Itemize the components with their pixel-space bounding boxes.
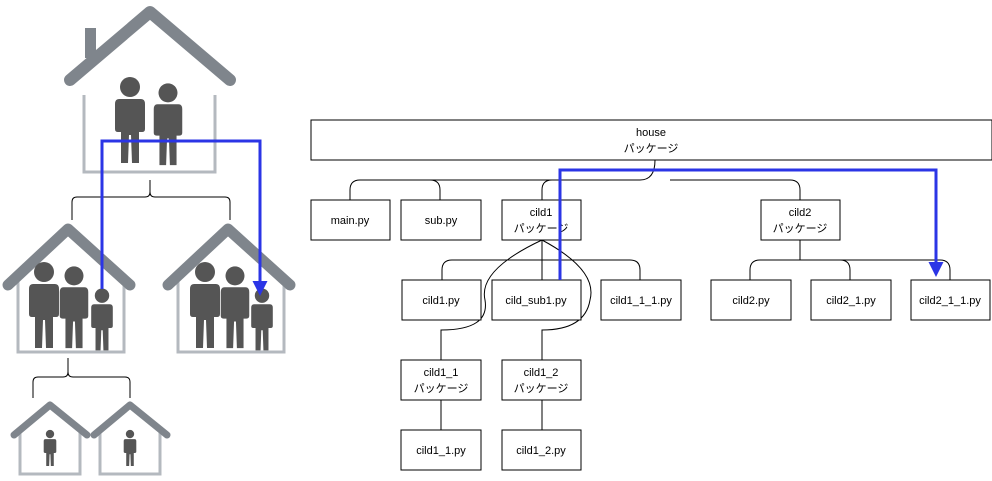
house-package-label: パッケージ: [624, 142, 679, 155]
cild2-1-py-box[interactable]: cild2_1.py: [810, 279, 892, 321]
cild1-1-1-py-box[interactable]: cild1_1_1.py: [600, 279, 682, 321]
cild1-1-1-py-label: cild1_1_1.py: [610, 295, 672, 307]
cild2-package-label: パッケージ: [773, 222, 828, 235]
import-path-arrow: [558, 168, 944, 280]
cild2-1-py-label: cild2_1.py: [826, 295, 876, 307]
tree-bracket: [32, 358, 131, 398]
person-icon: [153, 83, 183, 166]
person-icon: [43, 429, 57, 466]
cild1-2-py-box[interactable]: cild1_2.py: [501, 429, 582, 471]
cild2-py-box[interactable]: cild2.py: [710, 279, 792, 321]
person-icon: [115, 77, 145, 163]
cild1-2-package-box[interactable]: cild1_2 パッケージ: [501, 359, 582, 401]
house-icon: [10, 401, 91, 476]
house-icon: [162, 223, 296, 354]
cild1-py-box[interactable]: cild1.py: [401, 279, 482, 321]
house-package-name: house: [636, 127, 666, 139]
person-icon: [91, 288, 113, 351]
house-package-box[interactable]: house パッケージ: [310, 119, 992, 161]
cild2-py-label: cild2.py: [732, 295, 770, 307]
family-house-illustration: [2, 6, 296, 476]
cild1-2-package-label: パッケージ: [514, 382, 569, 395]
cild-sub1-py-label: cild_sub1.py: [505, 295, 567, 307]
cild2-1-1-py-box[interactable]: cild2_1_1.py: [910, 279, 991, 321]
person-icon: [29, 262, 59, 348]
illustration-arrow: [100, 139, 268, 296]
cild2-package-box[interactable]: cild2 パッケージ: [760, 199, 841, 241]
cild1-1-package-box[interactable]: cild1_1 パッケージ: [400, 359, 482, 401]
sub-py-label: sub.py: [425, 215, 458, 227]
cild1-1-package-label: パッケージ: [414, 382, 469, 395]
cild1-package-box[interactable]: cild1 パッケージ: [501, 199, 582, 241]
cild1-1-py-label: cild1_1.py: [416, 445, 466, 457]
person-icon: [220, 266, 250, 349]
main-py-label: main.py: [331, 215, 370, 227]
cild2-1-1-py-label: cild2_1_1.py: [919, 295, 981, 307]
cild1-py-label: cild1.py: [422, 295, 460, 307]
main-py-box[interactable]: main.py: [310, 199, 391, 241]
house-icon: [64, 6, 236, 174]
cild1-2-package-name: cild1_2: [524, 367, 559, 379]
house-icon: [90, 401, 171, 476]
cild-sub1-py-box[interactable]: cild_sub1.py: [491, 279, 582, 321]
person-icon: [123, 429, 137, 466]
cild1-package-name: cild1: [530, 207, 553, 219]
sub-py-box[interactable]: sub.py: [400, 199, 482, 241]
tree-bracket: [71, 180, 231, 220]
person-icon: [59, 266, 89, 349]
cild2-package-name: cild2: [789, 207, 812, 219]
cild1-2-py-label: cild1_2.py: [516, 445, 566, 457]
cild1-1-package-name: cild1_1: [424, 367, 459, 379]
house-icon: [2, 223, 136, 354]
person-icon: [251, 288, 273, 351]
cild1-1-py-box[interactable]: cild1_1.py: [400, 429, 482, 471]
cild1-package-label: パッケージ: [514, 222, 569, 235]
person-icon: [190, 262, 220, 348]
